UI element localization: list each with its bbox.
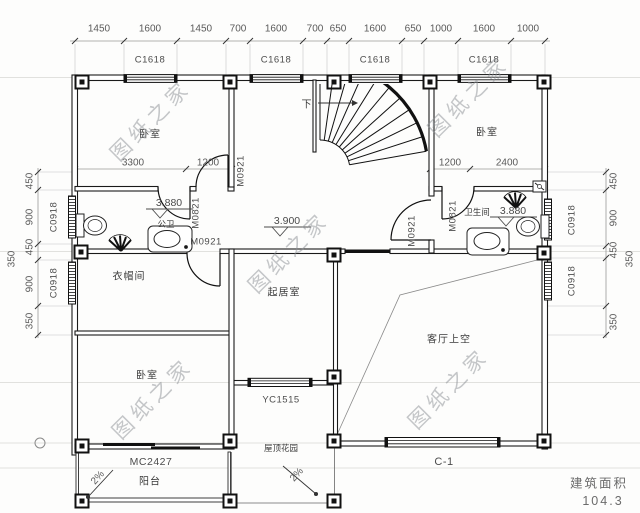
room-label-roof-garden: 屋顶花园 xyxy=(263,443,299,453)
window-label-c-1: C-1 xyxy=(434,456,454,468)
floor-drain-icon xyxy=(532,180,547,193)
window-label-c0918: C0918 xyxy=(48,201,60,233)
doors xyxy=(157,154,475,287)
void-diagonal-line xyxy=(335,257,546,438)
level-bath-right: 3.880 xyxy=(499,205,527,217)
room-label-bathroom: 卫生间 xyxy=(464,207,490,217)
window-yc1515 xyxy=(247,377,313,387)
living-rail xyxy=(345,249,390,253)
door-label-m0821: M0821 xyxy=(447,200,459,232)
top-dimension: 1600 xyxy=(363,23,387,35)
door-label-m0921: M0921 xyxy=(235,155,247,187)
window-label-c1618: C1618 xyxy=(260,54,292,66)
top-dimension: 650 xyxy=(329,23,347,35)
slope-arrows xyxy=(85,465,319,500)
left-dimension: 450 xyxy=(24,172,36,190)
room-label-void-over-living: 客厅上空 xyxy=(427,334,471,346)
room-dimension: 2400 xyxy=(495,157,519,169)
window-label-c0918: C0918 xyxy=(48,267,60,299)
columns xyxy=(73,74,552,509)
left-dimension: 900 xyxy=(24,275,36,293)
door-label-m0921: M0921 xyxy=(406,215,418,247)
top-dimension: 1600 xyxy=(264,23,288,35)
staircase xyxy=(319,84,428,166)
left-dimension: 900 xyxy=(24,208,36,226)
top-dimension: 650 xyxy=(404,23,422,35)
top-dimension: 1000 xyxy=(429,23,453,35)
right-dimension: 450 xyxy=(608,172,620,190)
window-c1618 xyxy=(123,74,512,83)
top-dimension: 1000 xyxy=(516,23,540,35)
right-outer-dimension: 350 xyxy=(624,250,636,268)
stair-down-arrow xyxy=(318,100,358,106)
door-window-mc2427 xyxy=(103,443,200,450)
shower-icon xyxy=(108,191,527,252)
door-label-mc2427: MC2427 xyxy=(129,456,173,468)
level-bath-left: 3.880 xyxy=(155,197,183,209)
window-label-c1618: C1618 xyxy=(359,54,391,66)
door-label-m0921: M0921 xyxy=(190,236,222,248)
building-area-label: 建筑面积 xyxy=(569,476,629,491)
top-dimension: 1600 xyxy=(138,23,162,35)
window-label-yc1515: YC1515 xyxy=(262,394,300,406)
window-label-c0918: C0918 xyxy=(566,265,578,297)
room-dimension: 1200 xyxy=(438,157,462,169)
room-label-bedroom-top-left: 卧室 xyxy=(139,129,161,141)
room-label-bedroom-top-right: 卧室 xyxy=(476,127,498,139)
room-dimension: 3300 xyxy=(121,157,145,169)
top-dimension: 1450 xyxy=(189,23,213,35)
room-label-balcony: 阳台 xyxy=(139,476,161,488)
right-dimension: 900 xyxy=(608,209,620,227)
room-label-public-bath: 公卫 xyxy=(157,219,175,229)
window-label-c1618: C1618 xyxy=(468,54,500,66)
building-area-value: 104.3 xyxy=(582,494,624,508)
top-dimension: 700 xyxy=(306,23,324,35)
room-dimension: 1200 xyxy=(196,157,220,169)
level-living: 3.900 xyxy=(273,215,301,227)
window-label-c0918: C0918 xyxy=(566,204,578,236)
left-dimension: 450 xyxy=(24,238,36,256)
window-c-1 xyxy=(384,437,501,448)
top-dimension: 1450 xyxy=(87,23,111,35)
roof-garden-outline xyxy=(230,447,337,504)
right-dimension: 450 xyxy=(608,241,620,259)
window-label-c1618: C1618 xyxy=(134,54,166,66)
room-label-living: 起居室 xyxy=(267,287,301,299)
sink-icon xyxy=(147,225,510,256)
dimension-lines xyxy=(34,37,610,339)
left-dimension: 350 xyxy=(24,312,36,330)
stair-down-label: 下 xyxy=(301,99,313,111)
top-dimension: 700 xyxy=(229,23,247,35)
room-label-cloakroom: 衣帽间 xyxy=(112,271,146,283)
room-label-bedroom-bottom-left: 卧室 xyxy=(136,370,158,382)
toilet-icon xyxy=(75,213,550,239)
left-outer-dimension: 350 xyxy=(6,250,18,268)
top-dimension: 1600 xyxy=(472,23,496,35)
drain-symbol xyxy=(34,437,46,449)
door-label-m0821: M0821 xyxy=(190,197,202,229)
right-dimension: 350 xyxy=(608,313,620,331)
